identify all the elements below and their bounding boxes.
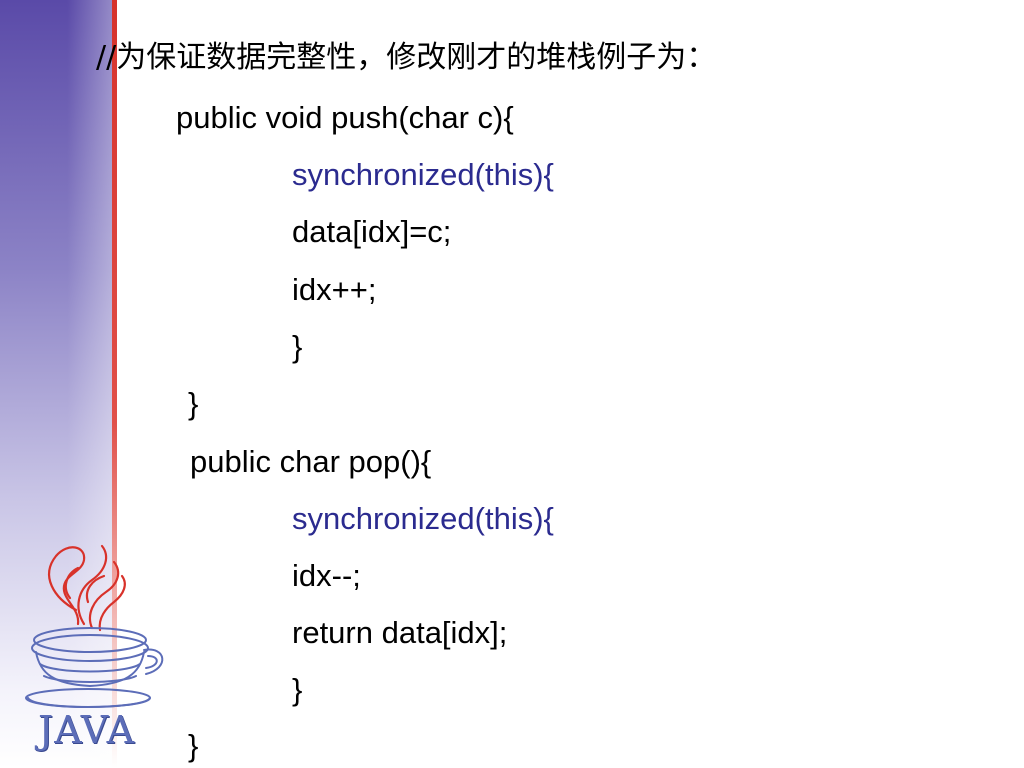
code-line-increment: idx++; (292, 272, 377, 307)
code-line-push-signature: public void push(char c){ (176, 100, 514, 135)
code-line-close-sync-pop: } (292, 672, 303, 707)
code-line-return: return data[idx]; (292, 615, 508, 650)
band-shade (0, 0, 112, 768)
code-line-close-pop: } (188, 728, 199, 763)
java-logo-text: JAVA (38, 708, 136, 752)
code-line-synchronized-push: synchronized(this){ (292, 157, 554, 192)
red-vertical-rule (112, 0, 117, 768)
slide-comment: //为保证数据完整性，修改刚才的堆栈例子为： (96, 40, 717, 75)
code-line-close-push: } (188, 386, 199, 421)
code-line-assign: data[idx]=c; (292, 214, 452, 249)
java-coffee-cup-icon (25, 544, 164, 708)
code-line-close-sync-push: } (292, 329, 303, 364)
left-gradient-band (0, 0, 112, 768)
code-line-pop-signature: public char pop(){ (190, 444, 432, 479)
code-line-decrement: idx--; (292, 558, 361, 593)
code-line-synchronized-pop: synchronized(this){ (292, 501, 554, 536)
